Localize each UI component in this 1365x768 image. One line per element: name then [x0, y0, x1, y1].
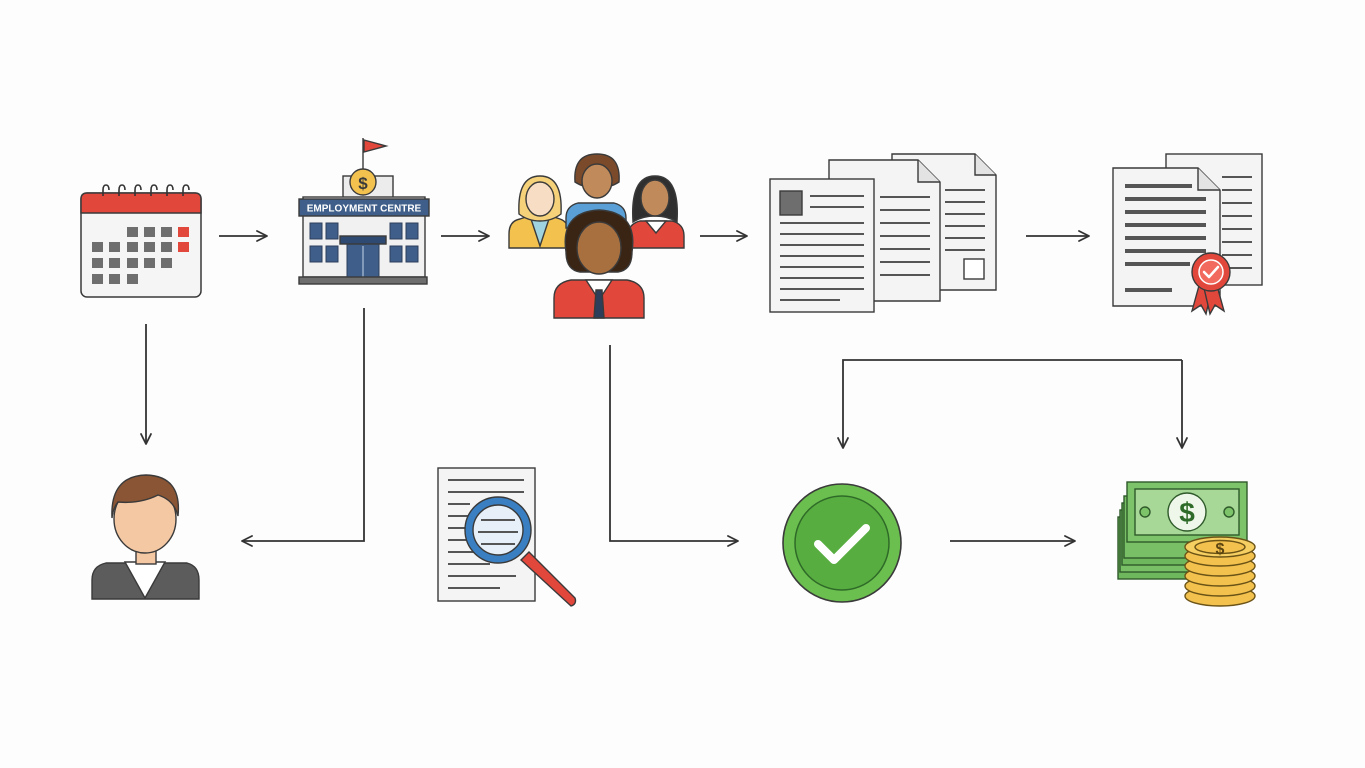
- arrow-bracket-to-approval: [837, 359, 1182, 449]
- approved-check-icon: [782, 483, 902, 603]
- person-icon: [91, 474, 200, 600]
- arrow-people-to-approval: [609, 345, 739, 547]
- group-of-people-icon: [508, 153, 685, 319]
- document-search-icon: [437, 467, 577, 607]
- calendar-icon: [80, 184, 202, 298]
- bill-dollar-symbol: $: [1179, 497, 1195, 528]
- documents-icon: [769, 153, 997, 313]
- money-icon: $ $: [1117, 481, 1256, 607]
- certified-document-icon: [1112, 153, 1263, 316]
- coin-dollar-symbol: $: [1216, 541, 1225, 558]
- building-sign-text: EMPLOYMENT CENTRE: [307, 204, 422, 215]
- connectors: [140, 230, 1188, 547]
- arrow-centre-to-person: [241, 308, 365, 547]
- building-coin-symbol: $: [358, 174, 368, 193]
- coin-symbol-circle: [349, 168, 377, 196]
- employment-centre-icon: $ EMPLOYMENT CENTRE: [298, 138, 430, 285]
